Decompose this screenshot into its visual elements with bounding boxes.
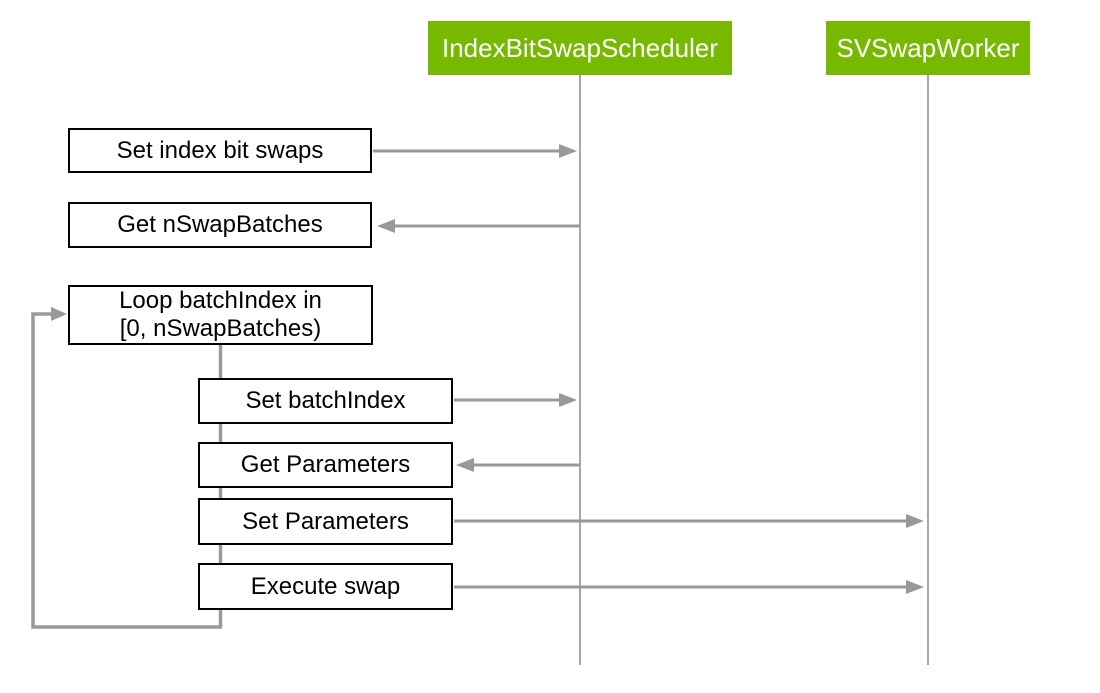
right-arrowhead-icon xyxy=(906,514,924,528)
arrow-execute-swap xyxy=(454,580,924,594)
step-set-batchindex: Set batchIndex xyxy=(198,378,453,424)
left-arrowhead-icon xyxy=(456,458,474,472)
right-arrowhead-icon xyxy=(906,580,924,594)
arrow-set-index-bit-swaps xyxy=(373,144,577,158)
actor-svswapworker: SVSwapWorker xyxy=(826,21,1030,75)
loop-label-line1: Loop batchIndex in xyxy=(119,287,322,314)
right-arrowhead-icon xyxy=(559,144,577,158)
arrow-set-parameters xyxy=(454,514,924,528)
right-arrowhead-icon xyxy=(559,393,577,407)
step-set-parameters: Set Parameters xyxy=(198,498,453,545)
left-arrowhead-icon xyxy=(377,219,395,233)
step-get-nswapbatches: Get nSwapBatches xyxy=(68,202,372,248)
step-loop-batchindex: Loop batchIndex in [0, nSwapBatches) xyxy=(68,285,373,345)
step-get-parameters: Get Parameters xyxy=(198,442,453,488)
arrow-get-parameters xyxy=(456,458,580,472)
actor-indexbitswapscheduler: IndexBitSwapScheduler xyxy=(428,21,732,75)
loop-back-connector xyxy=(31,307,223,629)
loop-label-line2: [0, nSwapBatches) xyxy=(119,315,322,342)
arrow-get-nswapbatches xyxy=(377,219,580,233)
loop-arrowhead-icon xyxy=(51,307,67,321)
arrow-set-batchindex xyxy=(454,393,577,407)
step-set-index-bit-swaps: Set index bit swaps xyxy=(68,128,372,173)
step-execute-swap: Execute swap xyxy=(198,563,453,610)
